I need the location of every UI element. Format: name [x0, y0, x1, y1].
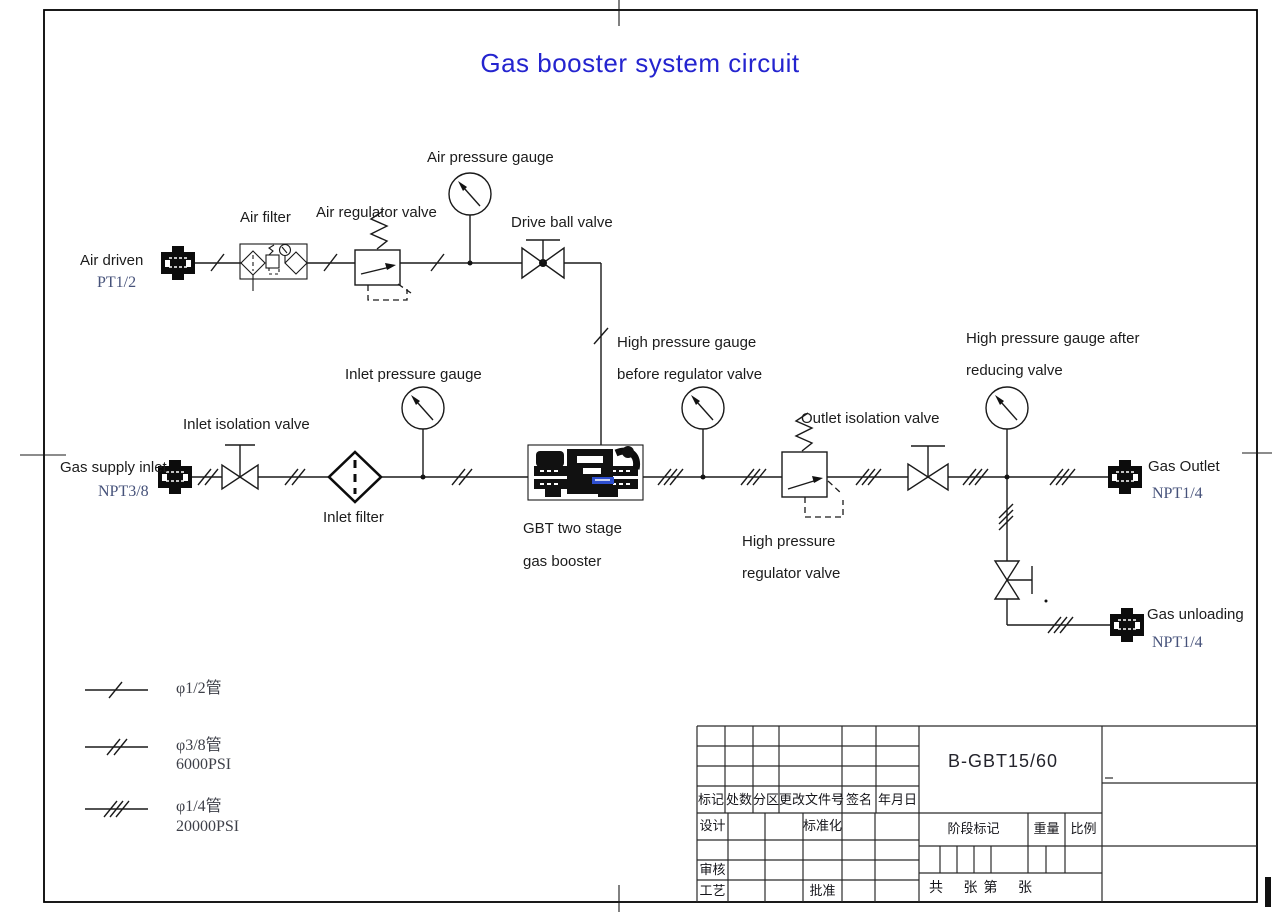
- gas-line-pipes: [192, 468, 1110, 634]
- legend-pressure-3: 20000PSI: [176, 818, 240, 835]
- label-gas-outlet: Gas Outlet: [1148, 458, 1220, 475]
- label-gas-booster-line2: gas booster: [523, 553, 602, 570]
- inlet-isolation-valve-symbol: [221, 444, 259, 491]
- port-gas-supply-inlet: NPT3/8: [98, 483, 149, 500]
- label-drive-ball-valve: Drive ball valve: [511, 214, 613, 231]
- label-inlet-pressure-gauge: Inlet pressure gauge: [345, 366, 482, 383]
- legend-pipe-2: φ3/8管: [176, 737, 222, 754]
- drawing-frame: [20, 0, 1272, 912]
- label-gas-supply-inlet: Gas supply inlet: [60, 459, 167, 476]
- label-inlet-isolation-valve: Inlet isolation valve: [183, 416, 310, 433]
- title-block-grid: [696, 725, 1271, 907]
- label-outlet-isolation-valve: Outlet isolation valve: [801, 410, 940, 427]
- legend-pipe-3: φ1/4管: [176, 798, 222, 815]
- label-hp-regulator-valve-line2: regulator valve: [742, 565, 841, 582]
- tb-review: 审核: [699, 862, 726, 877]
- port-air-driven: PT1/2: [97, 274, 137, 291]
- tb-stage-mark: 阶段标记: [947, 821, 1000, 836]
- gas-booster-symbol: [527, 444, 644, 501]
- tb-header-zone: 分区: [753, 792, 780, 807]
- air-driven-connector-symbol: [160, 245, 196, 281]
- tb-header-count: 处数: [725, 792, 752, 807]
- port-gas-unloading: NPT1/4: [1152, 634, 1203, 651]
- label-air-driven: Air driven: [80, 252, 144, 269]
- label-air-filter: Air filter: [240, 209, 291, 226]
- air-line-pipes: [195, 253, 609, 445]
- label-hp-gauge-before-line1: High pressure gauge: [617, 334, 757, 351]
- label-hp-gauge-after-line1: High pressure gauge after: [966, 330, 1140, 347]
- label-hp-regulator-valve-line1: High pressure: [742, 533, 836, 550]
- air-regulator-valve-symbol: [354, 210, 412, 301]
- label-gas-unloading: Gas unloading: [1147, 606, 1244, 623]
- drive-ball-valve-symbol: [521, 239, 565, 280]
- tb-process: 工艺: [699, 883, 726, 898]
- tb-drawing-number: B-GBT15/60: [948, 751, 1059, 771]
- hp-gauge-after-symbol: [985, 386, 1029, 477]
- label-hp-gauge-before-line2: before regulator valve: [617, 366, 763, 383]
- label-hp-gauge-after-line2: reducing valve: [966, 362, 1063, 379]
- tb-scale: 比例: [1070, 821, 1097, 836]
- gas-unloading-connector-symbol: [1109, 607, 1145, 643]
- page-title: Gas booster system circuit: [480, 48, 800, 78]
- tb-header-sign: 签名: [845, 792, 872, 807]
- hp-gauge-before-symbol: [681, 386, 725, 477]
- air-pressure-gauge-symbol: [448, 172, 492, 263]
- inlet-filter-symbol: [327, 450, 383, 504]
- tb-standardize: 标准化: [803, 818, 843, 833]
- port-gas-outlet: NPT1/4: [1152, 485, 1203, 502]
- gas-outlet-connector-symbol: [1107, 459, 1143, 495]
- tb-sheet-info: 共 张 第 张: [929, 879, 1034, 895]
- legend-symbols: [85, 681, 148, 818]
- tb-header-mark: 标记: [697, 792, 724, 807]
- label-air-pressure-gauge: Air pressure gauge: [427, 149, 554, 166]
- label-gas-booster-line1: GBT two stage: [523, 520, 622, 537]
- tb-design: 设计: [699, 818, 726, 833]
- tb-header-date: 年月日: [877, 792, 917, 807]
- tb-approve: 批准: [809, 883, 836, 898]
- legend-pressure-2: 6000PSI: [176, 756, 232, 773]
- tb-weight: 重量: [1033, 821, 1060, 836]
- label-air-regulator-valve: Air regulator valve: [316, 204, 437, 221]
- tb-header-docno: 更改文件号: [779, 792, 845, 807]
- air-filter-symbol: [239, 243, 308, 291]
- outlet-isolation-valve-symbol: [907, 445, 949, 492]
- hp-regulator-valve-symbol: [781, 412, 844, 518]
- inlet-pressure-gauge-symbol: [401, 386, 445, 477]
- label-inlet-filter: Inlet filter: [323, 509, 384, 526]
- unloading-valve-symbol: [993, 560, 1033, 600]
- legend-pipe-1: φ1/2管: [176, 680, 222, 697]
